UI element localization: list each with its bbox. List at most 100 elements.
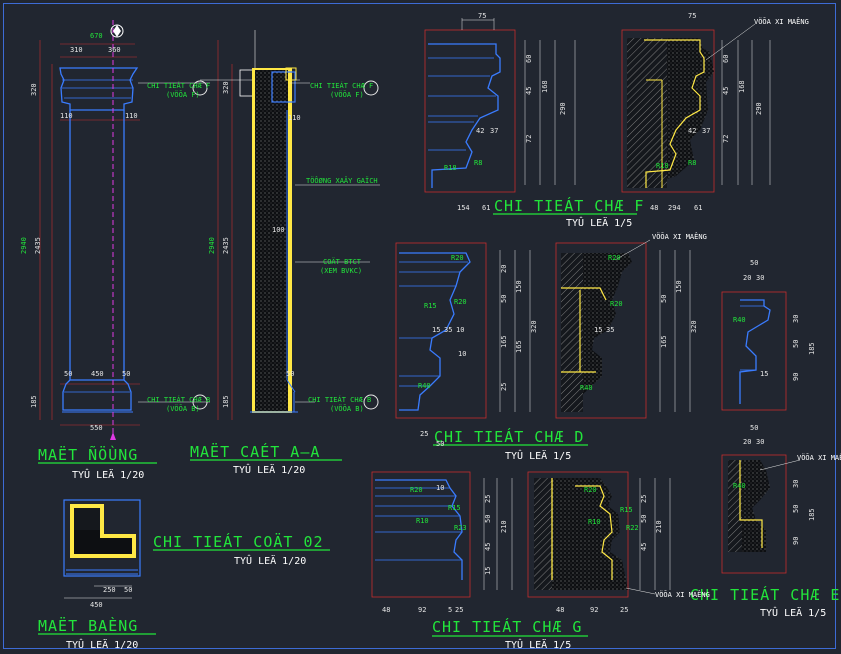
dim-g-45v: 45 — [484, 543, 492, 551]
dim-f2-r18: R18 — [656, 162, 669, 170]
drawing-text: MAËT ÑÖÙNG TYÛ LEÄ 1/20 MAËT CAÉT A–A TY… — [20, 12, 841, 651]
plan-column-02 — [63, 499, 141, 599]
dim-f-45: 45 — [525, 87, 533, 95]
scale-section: TYÛ LEÄ 1/20 — [233, 463, 305, 476]
dim-g-r15: R15 — [448, 504, 461, 512]
dim-g-50v: 50 — [484, 515, 492, 523]
dim-d-50v: 50 — [500, 295, 508, 303]
dim-f-60: 60 — [525, 55, 533, 63]
dim-e2-20: 20 — [743, 438, 751, 446]
dim-d2-r40: R40 — [580, 384, 593, 392]
dim-sec-100: 100 — [272, 226, 285, 234]
dim-sec-185: 185 — [222, 395, 230, 408]
title-elevation: MAËT ÑÖÙNG — [38, 445, 138, 464]
dim-e2-r40: R40 — [733, 482, 746, 490]
dim-sec-110: 110 — [288, 114, 301, 122]
dim-d-165: 165 — [500, 335, 508, 348]
dim-f-168: 168 — [541, 80, 549, 93]
dim-g-210: 210 — [500, 520, 508, 533]
scale-detail-e: TYÛ LEÄ 1/5 — [760, 606, 826, 619]
callout-detail-f-2: CHI TIEÁT CHÆ F — [310, 81, 373, 90]
dim-2940: 2940 — [20, 237, 28, 254]
dim-f2-294: 294 — [668, 204, 681, 212]
title-detail-f: CHI TIEÁT CHÆ F — [494, 196, 644, 215]
dim-d-25: 25 — [420, 430, 428, 438]
title-underlines — [38, 213, 637, 637]
dim-sec-2435: 2435 — [222, 237, 230, 254]
scale-detail-g: TYÛ LEÄ 1/5 — [505, 638, 571, 651]
label-mortar-d: VÖÕA XI MAÊNG — [652, 232, 707, 241]
dim-e2-30: 30 — [756, 438, 764, 446]
dim-d2-320: 320 — [690, 320, 698, 333]
dim-f-72: 72 — [525, 135, 533, 143]
dim-g-r20: R20 — [410, 486, 423, 494]
dim-g-r23: R23 — [454, 524, 467, 532]
dim-g-48: 48 — [382, 606, 390, 614]
label-concrete-note: (XEM BVKC) — [320, 267, 362, 275]
dim-f-61: 61 — [482, 204, 490, 212]
dim-f-154: 154 — [457, 204, 470, 212]
dim-f-290: 290 — [559, 102, 567, 115]
label-mortar-g: VÖÕA XI MAÊNG — [655, 590, 710, 599]
dim-e-30: 30 — [756, 274, 764, 282]
dim-g-25v: 25 — [484, 495, 492, 503]
dim-e-50v: 50 — [792, 340, 800, 348]
detail-f — [424, 18, 771, 193]
dim-g2-210: 210 — [655, 520, 663, 533]
dim-f2-72: 72 — [722, 135, 730, 143]
dim-f-42: 42 — [476, 127, 484, 135]
detail-g — [371, 471, 671, 598]
dim-g2-r10: R10 — [588, 518, 601, 526]
dim-g2-50v: 50 — [640, 515, 648, 523]
dim-d-35: 35 — [444, 326, 452, 334]
dim-e2-90: 90 — [792, 537, 800, 545]
dim-d-320: 320 — [530, 320, 538, 333]
dim-d-25v: 25 — [500, 383, 508, 391]
dim-f2-48: 48 — [650, 204, 658, 212]
dim-g2-25v: 25 — [640, 495, 648, 503]
dim-plan-450: 450 — [90, 601, 103, 609]
dim-g-92: 92 — [418, 606, 426, 614]
dim-g-10: 10 — [436, 484, 444, 492]
dim-360: 360 — [108, 46, 121, 54]
dim-sec-320: 320 — [222, 81, 230, 94]
dim-g-25: 25 — [455, 606, 463, 614]
dim-d-15: 15 — [432, 326, 440, 334]
dim-450: 450 — [91, 370, 104, 378]
dim-f2-75: 75 — [688, 12, 696, 20]
dim-g2-45v: 45 — [640, 543, 648, 551]
dim-g2-r20: R20 — [584, 486, 597, 494]
dim-sec-50: 50 — [286, 370, 294, 378]
callout-detail-b-2: CHI TIEÁT CHÆ B — [308, 395, 371, 404]
dim-g-15v: 15 — [484, 567, 492, 575]
callout-detail-f: CHI TIEÁT CHÆ F — [147, 81, 210, 90]
scale-elevation: TYÛ LEÄ 1/20 — [72, 468, 144, 481]
callout-voda-f-2: (VÖÕA F) — [330, 90, 364, 99]
dim-d-r40: R40 — [418, 382, 431, 390]
title-col02: CHI TIEÁT COÄT 02 — [153, 532, 324, 551]
dim-670: 670 — [90, 32, 103, 40]
callout-voda-b: (VÖÕA B) — [166, 404, 200, 413]
dim-f-r8: R8 — [474, 159, 482, 167]
dim-f-37: 37 — [490, 127, 498, 135]
dim-g2-25: 25 — [620, 606, 628, 614]
dim-f2-42: 42 — [688, 127, 696, 135]
column-elevation — [39, 20, 210, 440]
dim-plan-50: 50 — [124, 586, 132, 594]
dim-110-l: 110 — [60, 112, 73, 120]
title-detail-d: CHI TIEÁT CHÆ D — [434, 427, 584, 446]
dim-d-165b: 165 — [515, 340, 523, 353]
callout-detail-b: CHI TIEÁT CHÆ B — [147, 395, 210, 404]
callout-voda-f: (VÖÕA F) — [166, 90, 200, 99]
dim-g-r10: R10 — [416, 517, 429, 525]
title-section: MAËT CAÉT A–A — [190, 442, 320, 461]
dim-d2-15: 15 — [594, 326, 602, 334]
dim-d-20: 20 — [500, 265, 508, 273]
scale-plan: TYÛ LEÄ 1/20 — [66, 638, 138, 651]
scale-detail-d: TYÛ LEÄ 1/5 — [505, 449, 571, 462]
dim-e-50: 50 — [750, 259, 758, 267]
dim-e-90: 90 — [792, 373, 800, 381]
dim-e2-50v: 50 — [792, 505, 800, 513]
dim-110-r: 110 — [125, 112, 138, 120]
